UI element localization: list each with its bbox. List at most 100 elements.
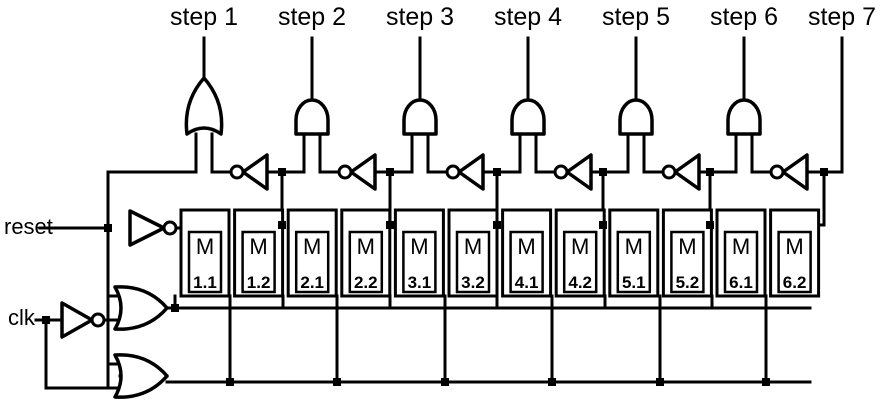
step-label-2: step 2 (278, 3, 346, 31)
step-7-output-wire (822, 36, 844, 174)
module-inner-box (455, 230, 491, 294)
module-1.2: M 1.2 (233, 208, 285, 298)
junction-dot (820, 168, 828, 176)
or-gate (184, 76, 224, 136)
module-id: 5.2 (676, 273, 700, 292)
inverter-bubble (553, 164, 569, 180)
module-letter: M (678, 234, 696, 259)
gate-input-right (750, 132, 773, 174)
labels: reset clk step 1 step 2 step 3 step 4 step 5… (4, 3, 876, 330)
module-6.1: M 6.1 (715, 208, 767, 298)
junction-dot (333, 378, 341, 386)
or-gate (113, 353, 169, 399)
junction-dot (548, 378, 556, 386)
module-id: 6.2 (783, 273, 807, 292)
clk-label: clk (8, 305, 36, 330)
module-inner-box (402, 230, 437, 294)
module-2.2: M2.2 (340, 208, 392, 298)
module-letter: M (571, 234, 589, 259)
module-id: 2.1 (300, 273, 324, 292)
module-inner-box (723, 230, 759, 294)
and-gate (618, 98, 654, 136)
module-1.1: M 1.1 (179, 208, 231, 298)
inverter (241, 153, 269, 191)
module-inner-box (187, 230, 223, 294)
module-inner-box (670, 230, 705, 294)
module-letter: M (517, 234, 535, 259)
module-inner-box (348, 230, 384, 294)
junction-dot (706, 168, 714, 176)
module-inner-box (509, 230, 544, 294)
module-3.2: M3.2 (447, 208, 499, 298)
junction-dot (656, 378, 664, 386)
module-id: 4.1 (515, 273, 539, 292)
module-id: 6.1 (729, 273, 753, 292)
junction-dot (441, 378, 449, 386)
module-id: 3.1 (408, 273, 432, 292)
junction-dot (599, 221, 607, 229)
module-2.1: M 2.1 (286, 208, 338, 298)
and-gate (726, 98, 762, 136)
junction-dot (278, 168, 286, 176)
inverter (457, 153, 485, 191)
step-label-5: step 5 (602, 3, 670, 31)
module-inner-box (777, 230, 812, 294)
junction-dot (493, 221, 501, 229)
gate-input-right (534, 132, 557, 174)
module-5.1: M5.1 (608, 208, 660, 298)
module-letter: M (785, 234, 803, 259)
inverter-bubble (337, 164, 353, 180)
and-gate (402, 98, 438, 136)
or-gate (113, 285, 169, 331)
inverter (128, 209, 166, 247)
inverter (565, 153, 593, 191)
module-letter: M (410, 234, 428, 259)
module-4.1: M 4.1 (501, 208, 553, 298)
junction-dot (386, 221, 394, 229)
junction-dot (762, 378, 770, 386)
inverter (781, 153, 809, 191)
module-letter: M (357, 234, 375, 259)
gate-input-right (318, 132, 341, 174)
inverter-bubble (162, 220, 178, 236)
step-label-1: step 1 (170, 3, 238, 31)
module-id: 4.2 (568, 273, 592, 292)
module-6.2: M 6.2 (769, 208, 821, 298)
module-letter: M (732, 234, 750, 259)
inverter (349, 153, 377, 191)
module-inner-box (616, 230, 652, 294)
module-5.2: M 5.2 (661, 208, 713, 298)
module-letter: M (249, 234, 267, 259)
junction-dots (42, 168, 828, 386)
junction-dot (226, 378, 234, 386)
module-letter: M (196, 234, 214, 259)
gate-input-right (642, 132, 665, 174)
module-letter: M (303, 234, 321, 259)
module-inner-box (241, 230, 276, 294)
step-label-4: step 4 (494, 3, 562, 31)
junction-dot (599, 168, 607, 176)
wires (34, 36, 844, 390)
gates (60, 76, 809, 399)
step-label-3: step 3 (386, 3, 454, 31)
inverter-bubble (769, 164, 785, 180)
and-gate (510, 98, 546, 136)
module-id: 3.2 (461, 273, 485, 292)
inverter-bubble (229, 164, 245, 180)
modules: M1.1M1.2M2.1M2.2M3.1M3.2M4.1M4.2M5.1M5.2… (179, 208, 821, 298)
module-id: 1.1 (193, 273, 217, 292)
step-label-7: step 7 (808, 3, 876, 31)
module-3.1: M 3.1 (393, 208, 445, 298)
inverter-bubble (90, 312, 106, 328)
reset-label: reset (4, 214, 53, 239)
junction-dot (171, 304, 179, 312)
module-id: 1.2 (247, 273, 271, 292)
inverter-bubble (661, 164, 677, 180)
junction-dot (42, 316, 50, 324)
junction-dot (386, 168, 394, 176)
inverter (60, 301, 94, 339)
module-inner-box (562, 230, 598, 294)
and-gate (294, 98, 330, 136)
module-id: 5.1 (622, 273, 646, 292)
